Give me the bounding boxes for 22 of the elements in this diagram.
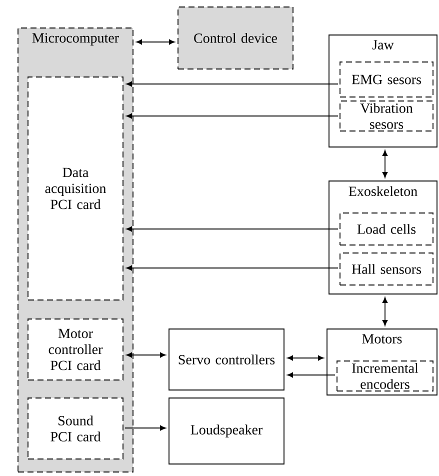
arrow bbox=[287, 372, 336, 378]
card-box: EMG sesors bbox=[340, 62, 434, 98]
arrow bbox=[126, 113, 338, 119]
card-box: Servo controllers bbox=[168, 328, 284, 390]
arrow bbox=[382, 150, 388, 178]
arrow bbox=[126, 226, 338, 232]
card-box: Vibration sesors bbox=[340, 100, 434, 132]
card-box: Motor controller PCI card bbox=[28, 318, 124, 380]
arrow bbox=[126, 81, 338, 87]
card-box: Load cells bbox=[340, 212, 434, 246]
arrow bbox=[126, 265, 338, 271]
device-box: Control device bbox=[178, 6, 294, 70]
card-box: Incremental encoders bbox=[336, 360, 434, 392]
arrow bbox=[287, 355, 324, 361]
arrow bbox=[124, 425, 166, 431]
arrow bbox=[126, 352, 166, 358]
arrow bbox=[382, 297, 388, 326]
card-box: Loudspeaker bbox=[168, 398, 284, 464]
card-box: Sound PCI card bbox=[28, 398, 124, 460]
arrow bbox=[136, 39, 175, 45]
card-box: Data acquisition PCI card bbox=[28, 76, 124, 300]
card-box: Hall sensors bbox=[340, 252, 434, 286]
